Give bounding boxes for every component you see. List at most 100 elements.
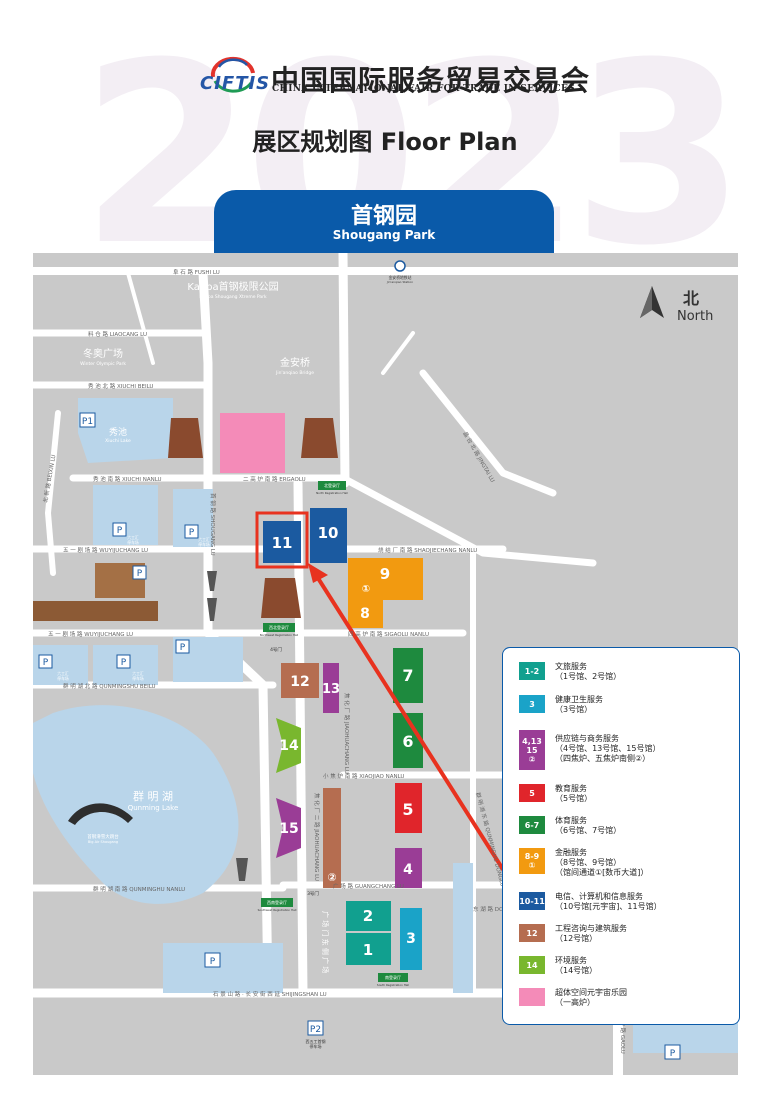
route-arrowhead — [308, 563, 328, 583]
hall-8 — [348, 598, 383, 628]
hall-label-10: 10 — [318, 524, 339, 542]
legend-text: 环境服务 （14号馆） — [555, 956, 598, 975]
label-park-lot-4b: 停车场 — [132, 676, 144, 681]
metro-station-icon — [394, 260, 406, 272]
legend-text: 文旅服务 （1号馆、2号馆） — [555, 662, 622, 681]
hall-1 — [346, 933, 391, 965]
label-jinan-station-en: Jin'anqiao Station — [386, 280, 413, 284]
legend-badge: 5 — [519, 784, 545, 802]
north-label-cn: 北 — [683, 289, 700, 308]
parking-p2-sign — [307, 1020, 324, 1036]
legend-text: 体育服务 （6号馆、7号馆） — [555, 816, 622, 835]
label-p2-lot: 西五工首钢 — [306, 1038, 326, 1044]
road-jingtai — [338, 253, 350, 488]
tunnel-2-label: ② — [327, 871, 336, 884]
hall-label-12: 12 — [290, 674, 309, 690]
road-label-qunmingshu: 群 明 湖 北 路 QUNMINGSHU BEILU — [63, 682, 156, 690]
logo-text: CIFTIS — [200, 73, 271, 94]
hall-7 — [393, 648, 423, 703]
hall-label-6: 6 — [402, 732, 413, 751]
road-label-xiuchi-bei: 秀 池 北 路 XIUCHI BEILU — [88, 382, 153, 390]
road-label-liaocang: 料 仓 路 LIAOCANG LU — [88, 330, 147, 338]
hall-9 — [348, 558, 423, 600]
exhibition-halls — [263, 508, 423, 970]
label-xiuchi-en: Xiuchi Lake — [105, 438, 131, 444]
road-label-qunminghu-nan: 群 明 湖 南 路 QUNMINGHU NANLU — [93, 885, 185, 893]
legend-panel: 1-2 文旅服务 （1号馆、2号馆） 3 健康卫生服务 （3号馆） 4,13 1… — [502, 647, 740, 1025]
hall-3 — [400, 908, 422, 970]
hall-label-8: 8 — [360, 606, 370, 622]
legend-text: 金融服务 （8号馆、9号馆） （馆间通道①[数币大道]） — [555, 848, 649, 877]
label-winter-park-en: Winter Olympic Park — [80, 361, 126, 367]
park-name-cn: 首钢园 — [350, 204, 417, 229]
road-label-jiaohuachang: 焦 化 厂 路 JIAOHUACHANG LU — [343, 693, 351, 774]
legend-badge: 10-11 — [519, 892, 545, 910]
legend-badge: 6-7 — [519, 816, 545, 834]
hall-10 — [310, 508, 347, 563]
label-parking-3: P — [137, 569, 143, 579]
furnace-1-metaverse — [220, 413, 285, 473]
label-jinan-station: 金安桥地铁站 — [389, 275, 412, 280]
road-label-beixin: 北 新 路 BEIXIN LU — [41, 454, 57, 503]
label-gate-south-en: South Registration Hall — [377, 983, 409, 987]
hall-11-highlight — [255, 511, 309, 569]
hall-13 — [323, 663, 339, 713]
label-parking-4: P — [43, 658, 49, 668]
legend-badge: 14 — [519, 956, 545, 974]
road-label-ergao: 二 高 炉 南 路 ERGAOLU — [243, 475, 306, 483]
legend-text: 电信、计算机和信息服务 （10号馆[元宇宙]、11号馆） — [555, 892, 662, 911]
label-gate-4: 4号门 — [270, 646, 282, 653]
road-label-sigao: 四 高 炉 南 路 SIGAOLU NANLU — [348, 630, 429, 638]
ciftis-logo-icon — [210, 56, 255, 93]
hall-label-1: 1 — [363, 941, 373, 959]
road-east-diag — [419, 369, 557, 497]
road-label-shaojiechang: 烧 结 厂 南 路 SHAOJIECHANG NANLU — [378, 546, 477, 554]
qunming-lake — [33, 705, 239, 904]
hall-label-15: 15 — [279, 821, 298, 837]
label-big-air-en: Big Air Shougang — [88, 840, 118, 844]
label-qunming-lake: 群 明 湖 — [133, 789, 173, 803]
map-canvas: 9 8 10 11 7 6 5 4 2 1 3 12 13 14 15 ② ① — [33, 253, 738, 1075]
legend-text: 工程咨询与建筑服务 （12号馆） — [555, 924, 627, 943]
hall-label-4: 4 — [403, 862, 413, 878]
hall-label-2: 2 — [363, 907, 373, 925]
label-park-lot-2b: 停车场 — [198, 542, 210, 547]
hall-11 — [263, 521, 301, 563]
road-label-guangchang: 广 场 路 GUANGCHANG LU — [333, 882, 404, 890]
legend-text: 健康卫生服务 （3号馆） — [555, 695, 603, 714]
hall-label-9: 9 — [380, 565, 390, 583]
label-parking-5: P — [121, 658, 127, 668]
legend-badge: 1-2 — [519, 662, 545, 680]
route-arrow — [314, 573, 520, 895]
road-sangao — [339, 474, 597, 567]
label-gate-3: 3号门 — [307, 890, 319, 897]
north-label-en: North — [677, 309, 714, 324]
tunnel-1-label: ① — [362, 584, 370, 595]
label-jinan-bridge: 金安桥 — [280, 356, 310, 369]
hall-5 — [395, 783, 422, 833]
legend-badge: 4,13 15 ② — [519, 730, 545, 770]
road-shougang — [198, 268, 273, 998]
label-gate-sw-en: Southwest Registration Hall — [258, 908, 297, 912]
label-gate-north-en: North Registration Hall — [316, 491, 348, 495]
park-name-en: Shougang Park — [332, 228, 436, 242]
label-big-air: 首钢滑雪大跳台 — [87, 833, 119, 840]
north-registration-hall — [318, 481, 346, 490]
legend-badge: 8-9 ① — [519, 848, 545, 874]
xiuchi-lake — [78, 398, 173, 463]
label-parking-2: P — [189, 528, 195, 538]
label-gate-nw-en: Northwest Registration Hall — [260, 633, 299, 637]
road-label-xiaojiao: 小 焦 炉 南 路 XIAOJIAO NANLU — [323, 772, 404, 780]
legend-badge: 12 — [519, 924, 545, 942]
south-registration-hall — [378, 973, 408, 982]
legend-text: 教育服务 （5号馆） — [555, 784, 593, 803]
label-plaza: 广 场 门 东 侧 广 场 — [321, 911, 330, 973]
label-p2: P2 — [310, 1025, 321, 1035]
park-banner: 首钢园 Shougang Park — [214, 190, 554, 253]
road-label-gaolu: 高 炉 路 GAOLU — [619, 1013, 627, 1054]
parking-p1-sign — [79, 412, 96, 428]
label-kappa: Kappa首钢极限公园 — [187, 280, 278, 293]
hall-label-13: 13 — [322, 682, 340, 697]
hall-2 — [346, 901, 391, 931]
label-parking-7: P — [210, 957, 216, 967]
